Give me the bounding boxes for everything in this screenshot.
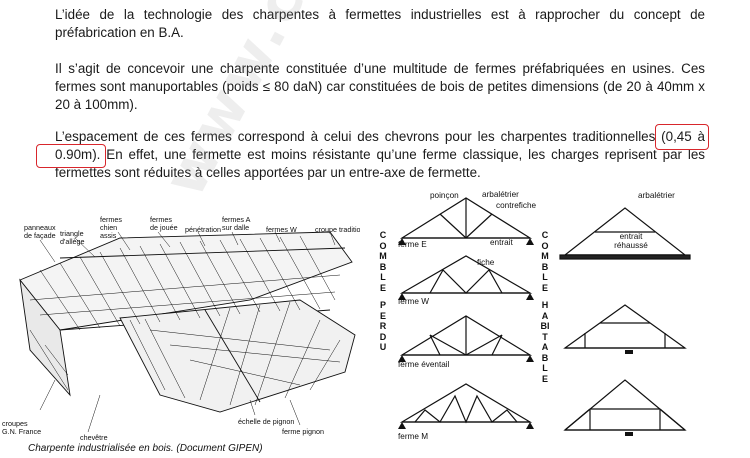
figure-caption: Charpente industrialisée en bois. (Docum… — [28, 443, 263, 454]
highlight-box-bottom — [36, 144, 106, 168]
highlight-box-top — [655, 124, 709, 150]
label-fermes-w: fermes W — [266, 225, 297, 234]
label-chevetre: chevêtre — [80, 433, 108, 442]
label-fermes-a-sur-dalle: fermes A sur dalle — [222, 215, 250, 232]
label-triangle-allege: triangle d'allège — [60, 229, 85, 246]
label-fermes-de-jouee: fermes de jouée — [150, 215, 178, 232]
label-ferme-w: ferme W — [398, 297, 429, 306]
label-entrait: entrait — [490, 238, 513, 247]
concept-paragraph: Il s’agit de concevoir une charpente con… — [55, 61, 705, 112]
intro-paragraph: L’idée de la technologie des charpentes … — [55, 7, 705, 40]
vertical-label-habitable: HABITABLE — [540, 300, 550, 384]
label-contrefiche: contrefiche — [496, 201, 537, 210]
label-arbaletrier-2: arbalétrier — [638, 191, 675, 200]
vertical-label-comble-2: COMBLE — [541, 230, 549, 293]
label-penetration: pénétration — [185, 225, 221, 234]
label-ferme-eventail: ferme éventail — [398, 360, 450, 369]
spacing-paragraph: L’espacement de ces fermes correspond à … — [55, 129, 705, 180]
label-fermes-chien-assis: fermes chien assis — [100, 215, 122, 240]
label-ferme-pignon: ferme pignon — [282, 427, 324, 436]
label-panneaux-facade: panneaux de façade — [24, 223, 56, 240]
label-arbaletrier: arbalétrier — [482, 190, 519, 199]
label-fiche: fiche — [477, 258, 495, 267]
label-croupe-traditionnelle: croupe traditionnelle — [315, 226, 360, 234]
label-ferme-m: ferme M — [398, 432, 429, 441]
label-entrait-rehausse: entrait réhaussé — [614, 232, 648, 250]
vertical-label-comble: COMBLE — [379, 230, 387, 293]
label-croupes-gn-france: croupes G.N. France — [2, 419, 42, 436]
label-poincon: poinçon — [430, 191, 459, 200]
label-echelle-pignon: échelle de pignon — [238, 417, 295, 426]
vertical-label-perdu: PERDU — [379, 300, 387, 352]
label-ferme-e: ferme E — [398, 240, 427, 249]
